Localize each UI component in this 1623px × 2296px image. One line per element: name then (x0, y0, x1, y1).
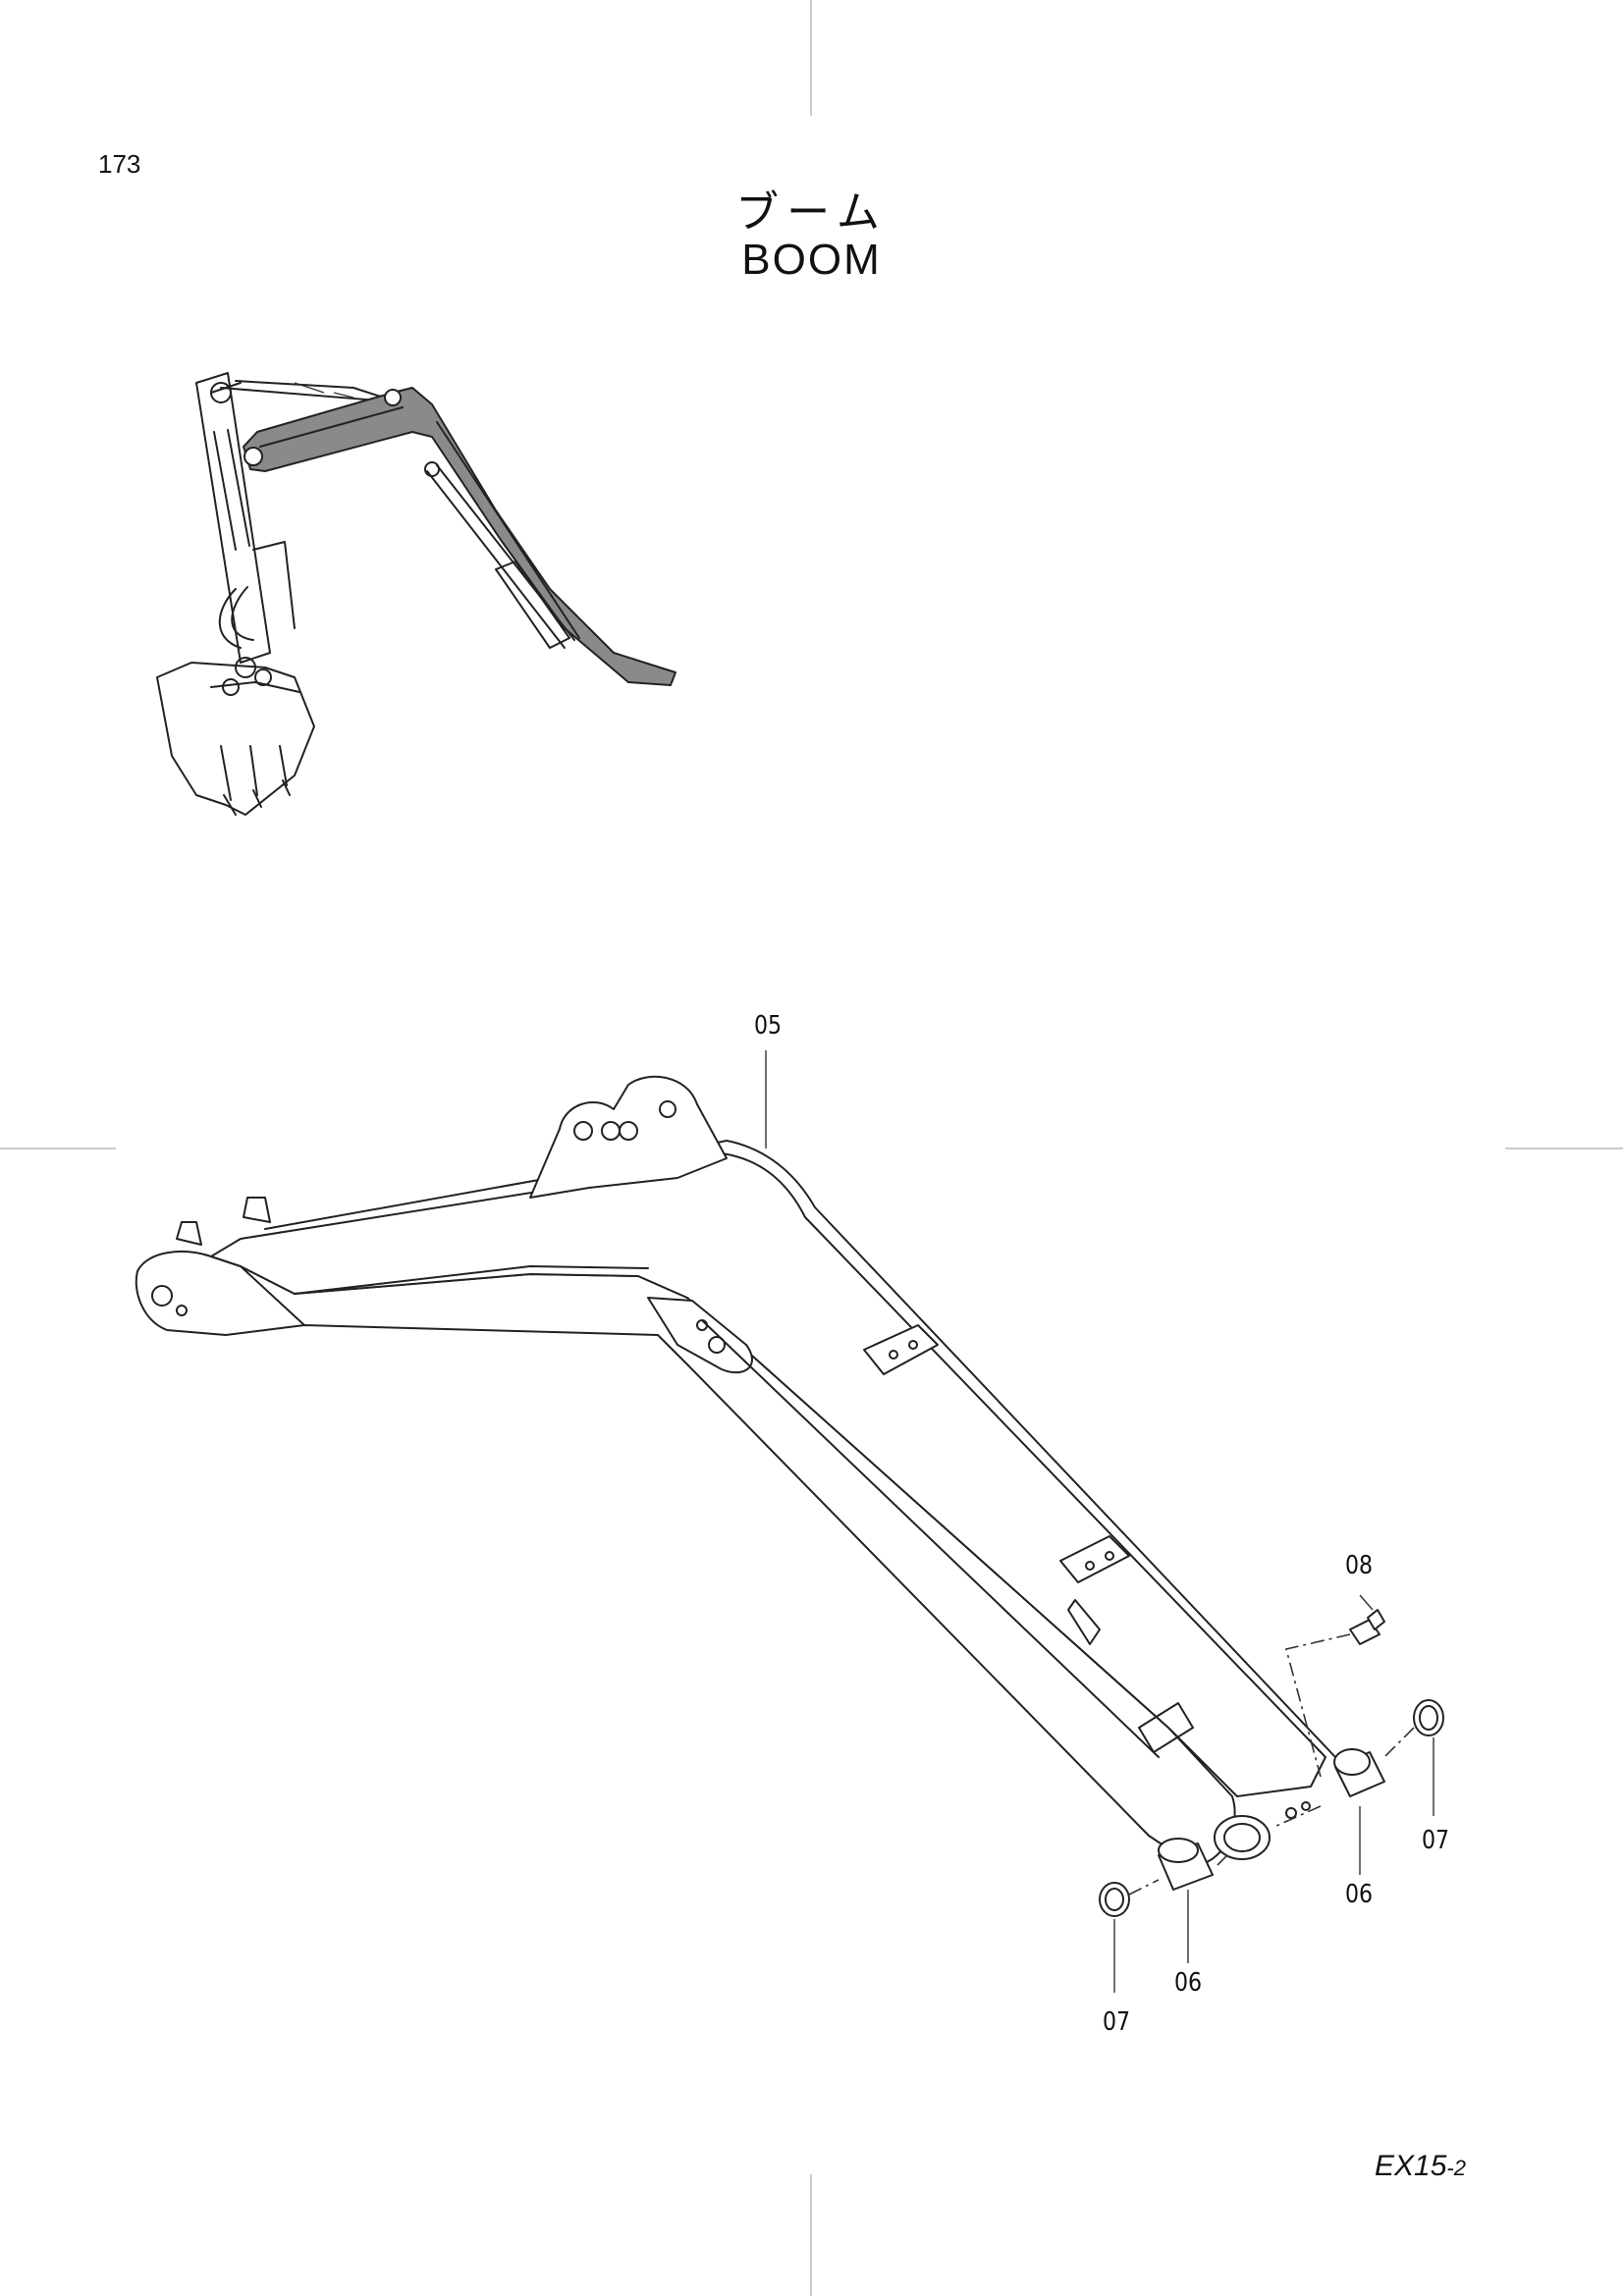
callout-bushing-lower: 06 (1174, 1968, 1203, 1998)
page-title-japanese: ブーム (735, 187, 888, 238)
callout-grease-fitting: 08 (1345, 1551, 1374, 1580)
callout-seal-lower: 07 (1103, 2007, 1131, 2037)
index-illustration (156, 372, 676, 816)
page-number: 173 (98, 149, 141, 179)
callout-seal-right: 07 (1422, 1826, 1450, 1855)
small-parts (765, 1050, 1444, 1993)
callout-bushing-right: 06 (1345, 1880, 1374, 1909)
model-code: EX15-2 (1375, 2150, 1466, 2183)
model-suffix: -2 (1446, 2156, 1466, 2180)
page-title: BOOM (741, 236, 882, 284)
callout-boom: 05 (754, 1011, 783, 1041)
model-name: EX15 (1375, 2150, 1447, 2182)
boom-main-drawing (135, 1075, 1336, 1866)
